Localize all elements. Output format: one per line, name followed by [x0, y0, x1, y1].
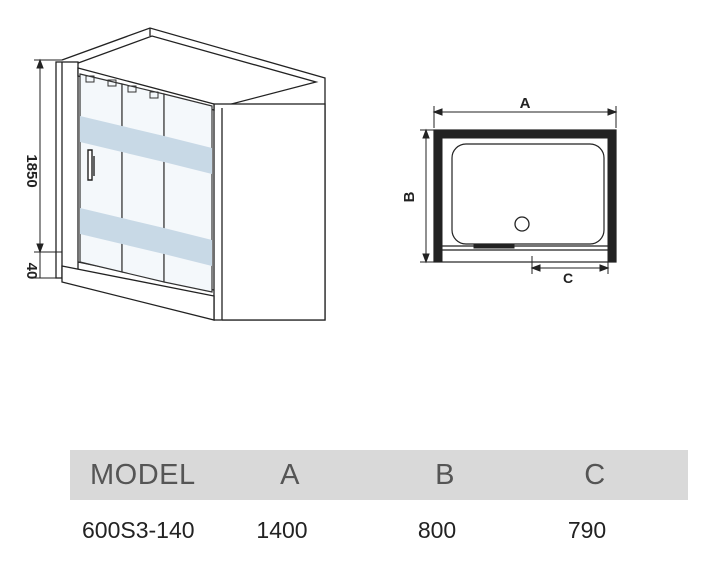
header-b: B	[435, 458, 455, 491]
dim-b-label: B	[401, 191, 418, 202]
frosted-band-lower-2	[122, 218, 164, 254]
roller-2	[107, 79, 117, 87]
left-wall-post	[55, 61, 79, 279]
door-handle	[87, 149, 93, 181]
spec-table: MODEL A B C 600S3-140 1400 800 790	[70, 450, 688, 560]
table-row: 600S3-140 1400 800 790	[70, 500, 688, 560]
dim-a-arrow-right	[607, 108, 618, 116]
frosted-band-upper-2	[122, 126, 164, 162]
shower-tray	[451, 143, 605, 245]
frosted-band-upper-1	[80, 116, 122, 152]
glass-panels	[79, 73, 213, 293]
spec-table-header: MODEL A B C	[70, 450, 688, 500]
dim-a-arrow-left	[432, 108, 443, 116]
dim-c	[530, 256, 610, 274]
dim-a	[432, 106, 618, 128]
bottom-tray	[61, 265, 215, 321]
frosted-band-upper-3	[164, 136, 212, 174]
plan-top-wall	[433, 129, 617, 139]
dim-c-label: C	[563, 270, 573, 286]
frosted-band-lower-3	[164, 228, 212, 266]
enclosure-inner-top	[69, 35, 319, 109]
height-arrow-mid	[36, 243, 44, 254]
plan-view	[433, 129, 617, 263]
height-base-label: 40	[23, 263, 40, 280]
dim-c-arrow-left	[530, 264, 541, 272]
dim-b-arrow-bottom	[422, 253, 430, 264]
roller-4	[149, 91, 159, 99]
header-c: C	[584, 458, 606, 491]
dim-b-arrow-top	[422, 128, 430, 139]
height-main-label: 1850	[23, 154, 40, 187]
dim-a-label: A	[520, 95, 531, 112]
door-handle-plan	[473, 243, 515, 249]
plan-outer-frame	[433, 129, 617, 263]
technical-drawing: 1850 40 A B	[23, 27, 618, 321]
dim-b	[420, 128, 434, 264]
roller-3	[127, 85, 137, 93]
roller-1	[85, 75, 95, 83]
cell-c: 790	[567, 516, 607, 543]
cell-b: 800	[417, 516, 457, 543]
plan-right-wall	[607, 129, 617, 263]
drain-icon	[514, 216, 530, 232]
cell-a: 1400	[256, 516, 308, 543]
height-dimensions	[34, 58, 62, 279]
perspective-view	[55, 27, 326, 321]
header-model: MODEL	[90, 458, 196, 491]
side-wall-panel	[213, 103, 326, 321]
height-arrow-top	[36, 58, 44, 69]
dim-c-arrow-right	[599, 264, 610, 272]
cell-model: 600S3-140	[82, 516, 195, 543]
frosted-band-lower-1	[80, 208, 122, 244]
plan-left-wall	[433, 129, 443, 263]
header-a: A	[280, 458, 300, 491]
